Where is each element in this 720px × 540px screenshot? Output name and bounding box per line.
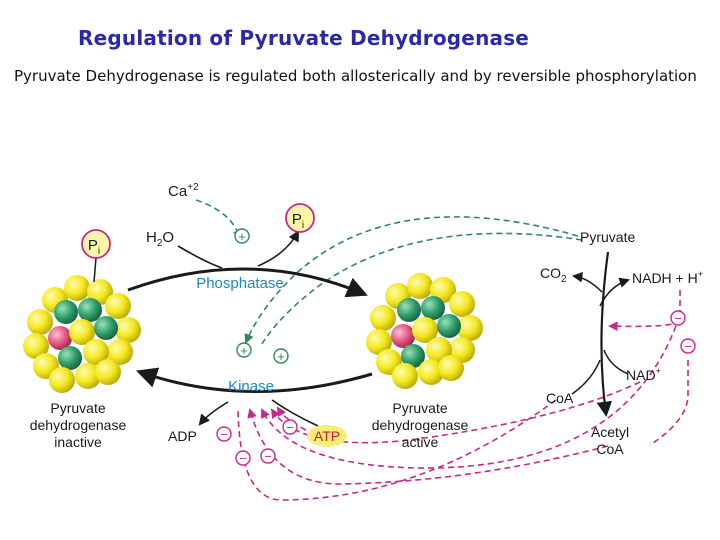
nadh-out-arrow — [599, 277, 630, 307]
coa-minus-icon: − — [235, 450, 251, 466]
svg-text:Pyruvate: Pyruvate — [392, 400, 447, 416]
phosphatase-label: Phosphatase — [196, 275, 284, 292]
nad-minus-icon: − — [260, 448, 276, 464]
coa-label: CoA — [546, 390, 574, 406]
calcium-to-phosphatase-line — [195, 199, 243, 240]
nadh-label: NADH + H+ — [632, 269, 703, 286]
nad-to-kinase-line — [270, 381, 641, 444]
phosphate-bubble-inactive: Pi — [81, 229, 111, 283]
nad-in-arrow — [603, 349, 629, 375]
atp-label: ATP — [314, 428, 340, 444]
pathway-side-arrows — [571, 271, 630, 395]
calcium-label: Ca+2 — [168, 182, 199, 200]
acetyl-coa-label: Acetyl CoA — [591, 424, 629, 457]
nadh-to-kinase-line — [261, 325, 677, 469]
svg-text:Acetyl: Acetyl — [591, 424, 629, 440]
kinase-plus-icon-1: + — [236, 342, 252, 358]
pdh-complex-active-icon — [366, 273, 483, 389]
svg-text:dehydrogenase: dehydrogenase — [372, 417, 469, 433]
kinase-plus-icon-2: + — [273, 348, 289, 364]
adp-minus-icon: − — [216, 426, 232, 442]
calcium-plus-icon: + — [234, 228, 250, 244]
active-caption: Pyruvate dehydrogenase active — [372, 400, 469, 450]
nad-label: NAD+ — [626, 366, 661, 383]
svg-text:−: − — [674, 311, 682, 326]
h2o-in-arrow — [177, 245, 223, 269]
co2-label: CO2 — [540, 265, 567, 285]
svg-text:CoA: CoA — [596, 441, 624, 457]
svg-text:Pyruvate: Pyruvate — [50, 400, 105, 416]
adp-label: ADP — [168, 428, 197, 444]
svg-text:active: active — [402, 434, 439, 450]
interconversion-arrows — [127, 267, 373, 393]
atp-badge: ATP — [307, 425, 347, 447]
coa-to-kinase-line — [237, 399, 557, 501]
svg-text:Pi: Pi — [292, 211, 304, 231]
svg-text:−: − — [220, 427, 228, 442]
svg-text:dehydrogenase: dehydrogenase — [30, 417, 127, 433]
svg-text:Pi: Pi — [88, 237, 100, 257]
svg-text:+: + — [277, 349, 285, 364]
svg-text:−: − — [684, 339, 692, 354]
water-label: H2O — [146, 229, 174, 249]
pyruvate-label: Pyruvate — [580, 229, 635, 245]
svg-text:+: + — [238, 229, 246, 244]
acetylcoa-minus-icon: − — [680, 338, 696, 354]
atp-in-arrow — [271, 399, 319, 427]
pyruvate-to-acetylcoa-arrow — [596, 251, 612, 418]
svg-text:−: − — [264, 449, 272, 464]
pdh-complex-inactive-icon — [23, 275, 141, 393]
atp-minus-icon: − — [282, 419, 298, 435]
adp-out-arrow — [198, 401, 229, 426]
phosphatase-arrow — [127, 267, 368, 298]
svg-text:−: − — [239, 451, 247, 466]
kinase-label: Kinase — [228, 378, 274, 395]
nadh-minus-icon: − — [670, 310, 686, 326]
nadh-feedback-line — [608, 290, 681, 332]
acetylcoa-feedback-line — [649, 360, 689, 446]
slide-subtitle: Pyruvate Dehydrogenase is regulated both… — [14, 67, 697, 85]
svg-text:inactive: inactive — [54, 434, 102, 450]
co2-out-arrow — [571, 271, 603, 293]
side-arrows — [177, 230, 319, 427]
phosphate-bubble-released: Pi — [285, 203, 315, 233]
svg-text:−: − — [286, 420, 294, 435]
coa-in-arrow — [571, 359, 601, 395]
pi-out-arrow — [257, 230, 300, 267]
activator-plus-signs: + + + — [234, 228, 289, 364]
slide-title: Regulation of Pyruvate Dehydrogenase — [78, 26, 530, 50]
pyruvate-to-kinase-line-outer — [244, 216, 579, 344]
inhibitor-minus-signs: − − − − − − — [216, 310, 696, 466]
adp-to-kinase-line-inner — [261, 232, 583, 345]
svg-text:+: + — [240, 343, 248, 358]
acetylcoa-to-kinase-line — [247, 408, 609, 485]
pathway-arrows — [596, 251, 612, 418]
inactive-caption: Pyruvate dehydrogenase inactive — [30, 400, 127, 450]
kinase-arrow — [136, 367, 373, 393]
